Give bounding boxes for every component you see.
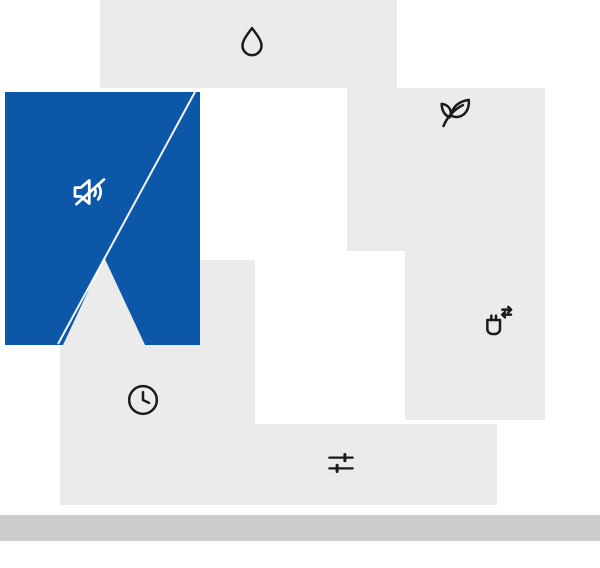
tile-top[interactable] (100, 0, 397, 88)
water-drop-icon (232, 23, 272, 63)
bottom-bar (0, 515, 600, 541)
tile-right-lower[interactable] (405, 251, 545, 420)
options-sliders-icon (323, 445, 359, 481)
plug-swap-icon (477, 302, 517, 342)
speaker-mute-icon (68, 170, 112, 214)
tile-bottom-middle[interactable] (200, 424, 497, 505)
ribbon-shape-icon (5, 91, 200, 345)
clock-icon (123, 380, 163, 420)
leaf-icon (435, 93, 475, 133)
accent-ribbon[interactable] (5, 91, 200, 345)
